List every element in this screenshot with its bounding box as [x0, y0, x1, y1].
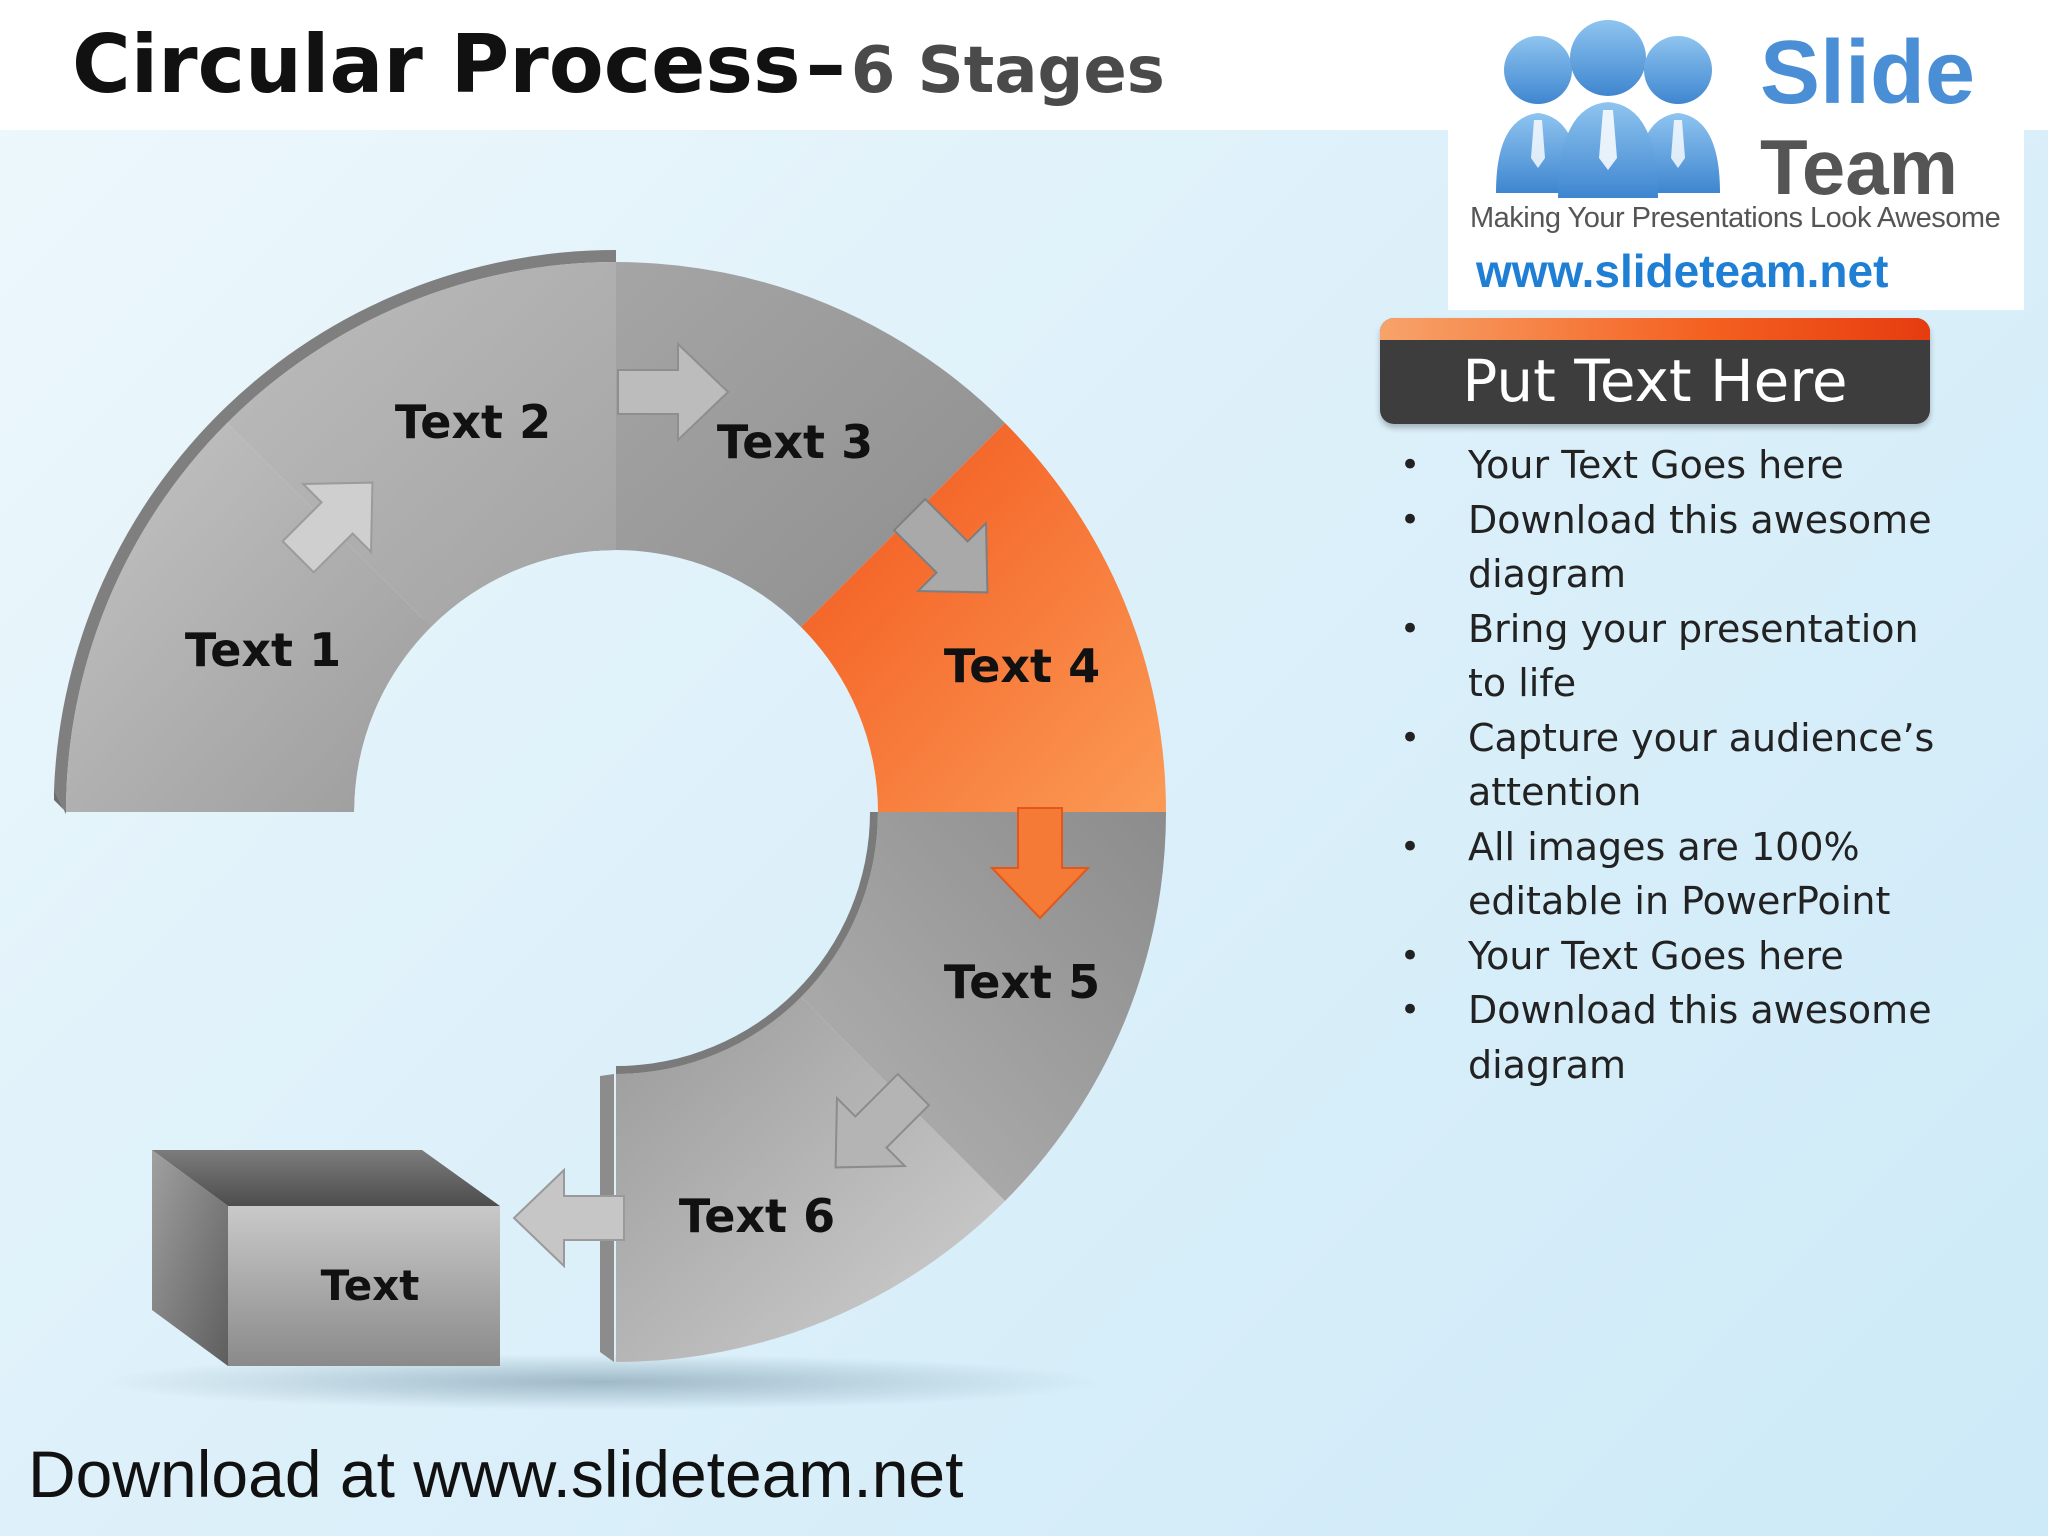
- panel-accent-strip: [1380, 318, 1930, 340]
- output-box: Text: [152, 1150, 500, 1366]
- floor-shadow: [100, 1354, 1100, 1410]
- bullet-item: Your Text Goes here: [1400, 438, 1960, 493]
- bullet-item: All images are 100% editable in PowerPoi…: [1400, 820, 1960, 929]
- stage-label-4: Text 4: [944, 639, 1100, 693]
- arrow-4-to-5: [989, 807, 1091, 920]
- box-side: [152, 1150, 228, 1366]
- ring-left-edge: [54, 790, 66, 814]
- stage-label-3: Text 3: [717, 415, 873, 469]
- arrow-3-to-4: [892, 497, 989, 594]
- slide-title: Circular Process – 6 Stages: [72, 18, 1165, 111]
- logo-url: www.slideteam.net: [1476, 245, 1889, 297]
- arrow-1-to-2: [281, 481, 374, 574]
- people-logo-icon: [1496, 20, 1720, 198]
- stage-label-1: Text 1: [185, 623, 341, 677]
- panel-header: Put Text Here: [1380, 318, 1930, 424]
- bullet-item: Download this awesome diagram: [1400, 983, 1960, 1092]
- logo-tagline: Making Your Presentations Look Awesome: [1470, 202, 2001, 234]
- bullet-item: Capture your audience’s attention: [1400, 711, 1960, 820]
- logo-word-team: Team: [1760, 123, 1958, 211]
- segment-text-4: [801, 423, 1166, 812]
- box-front: [228, 1206, 500, 1366]
- title-dash: –: [805, 18, 846, 111]
- segment-text-2: [227, 261, 616, 627]
- bullet-item: Your Text Goes here: [1400, 929, 1960, 984]
- box-label: Text: [321, 1261, 420, 1310]
- arrow-5-to-6: [834, 1072, 931, 1169]
- circular-process-diagram: Text 1 Text 2 Text 3 Text 4 Text 5 Text …: [54, 249, 1166, 1410]
- stage-label-5: Text 5: [944, 955, 1100, 1009]
- logo-word-slide: Slide: [1760, 23, 1976, 123]
- title-sub: 6 Stages: [850, 34, 1165, 108]
- segment-text-1: [65, 423, 431, 812]
- download-footer: Download at www.slideteam.net: [28, 1437, 964, 1511]
- bullet-item: Bring your presentation to life: [1400, 602, 1960, 711]
- segment-text-3: [616, 261, 1005, 627]
- box-top: [152, 1150, 500, 1206]
- title-main: Circular Process: [72, 18, 801, 111]
- segment-text-6: [616, 997, 1005, 1362]
- bullet-item: Download this awesome diagram: [1400, 493, 1960, 602]
- panel-title: Put Text Here: [1462, 347, 1848, 415]
- stage-label-2: Text 2: [395, 395, 551, 449]
- slideteam-logo: Slide Team Making Your Presentations Loo…: [1448, 18, 2024, 310]
- bullet-list: Your Text Goes here Download this awesom…: [1400, 438, 1960, 1092]
- segment-text-5: [801, 812, 1166, 1201]
- arrow-2-to-3: [617, 341, 730, 443]
- arrow-6-to-box: [512, 1167, 625, 1269]
- stage-label-6: Text 6: [679, 1189, 835, 1243]
